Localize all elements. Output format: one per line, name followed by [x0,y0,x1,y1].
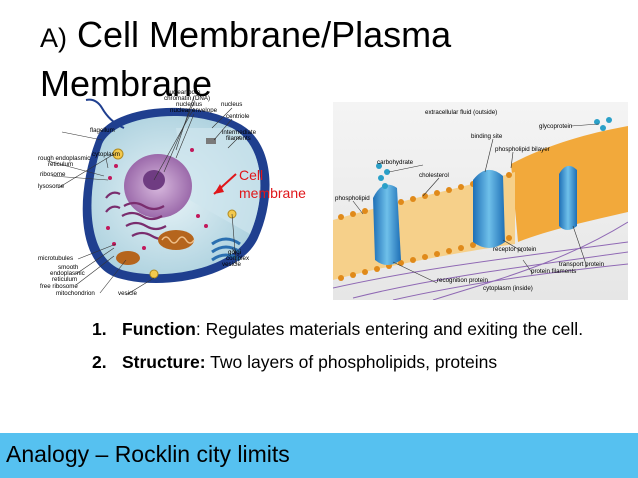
label-chromatin: chromatin (DNA) [164,95,210,102]
slide-title: A) Cell Membrane/Plasma Membrane [40,12,600,107]
label-cholesterol: cholesterol [419,172,449,179]
recognition-protein-shape [373,184,401,265]
label-rough-er: rough endoplasmic [38,155,90,162]
analogy-text: Analogy – Rocklin city limits [6,441,290,467]
animal-cell-diagram: nuclear pore chromatin (DNA) nucleolus n… [38,89,270,297]
point-sep: : [195,319,201,339]
label-lysosome: lysosome [38,183,65,190]
label-intermediate: intermediate [222,129,257,136]
label-free-ribosome: free ribosome [40,283,78,290]
label-ribosome: ribosome [40,171,66,178]
label-recognition-protein: recognition protein [437,277,488,284]
point-text: Regulates materials entering and exiting… [200,319,584,339]
callout-line-1: Cell [239,167,264,183]
cell-membrane-callout: Cell membrane [239,166,306,202]
label-microtubules: microtubules [38,255,73,262]
label-smooth-er-3: reticulum [52,276,77,283]
point-structure: 2. Structure: Two layers of phospholipids… [72,351,612,373]
label-nuclear-envelope: nuclear envelope [170,107,218,114]
label-cytoplasm: cytoplasm [92,151,120,158]
label-mitochondrion: mitochondrion [56,290,95,297]
analogy-footer: Analogy – Rocklin city limits [0,433,638,478]
label-nucleolus: nucleolus [176,101,202,108]
label-filaments: filaments [226,135,251,142]
label-cytoplasm-inside: cytoplasm (inside) [483,285,533,292]
callout-line-2: membrane [239,185,306,201]
label-glycoprotein: glycoprotein [539,123,573,130]
label-phospholipid: phospholipid [335,195,370,202]
label-nucleus: nucleus [221,101,242,108]
label-vesicle-bottom: vesicle [118,290,137,297]
point-label: Function [122,319,196,339]
receptor-protein-shape [473,169,505,248]
label-golgi: golgi [228,249,241,256]
label-extracellular: extracellular fluid (outside) [425,109,497,116]
label-receptor-protein: receptor protein [493,246,537,253]
label-rough-er-2: reticulum [48,161,73,168]
label-flagellum: flagellum [90,127,115,134]
point-number: 2. [92,352,107,372]
label-nuclear-pore: nuclear pore [166,89,201,96]
point-label: Structure: [122,352,206,372]
label-carbohydrate: carbohydrate [377,159,414,166]
title-prefix: A) [40,23,67,53]
key-points-list: 1. Function: Regulates materials entering… [72,318,612,384]
label-protein-filaments: protein filaments [531,268,576,275]
label-vesicle-right: vesicle [222,261,241,268]
label-centriole: centriole [226,113,250,120]
label-transport-protein: transport protein [559,261,605,268]
label-complex: complex [226,255,250,262]
label-phospholipid-bilayer: phospholipid bilayer [495,146,550,153]
label-smooth-er: endoplasmic [50,270,85,277]
point-function: 1. Function: Regulates materials entering… [72,318,612,340]
plasma-membrane-diagram: extracellular fluid (outside) glycoprote… [333,102,628,300]
title-text: Cell Membrane/Plasma Membrane [40,14,452,104]
point-text: Two layers of phospholipids, proteins [205,352,498,372]
transport-protein-shape [559,165,577,230]
label-binding-site: binding site [471,133,503,140]
label-smooth: smooth [58,264,79,271]
point-number: 1. [92,319,107,339]
